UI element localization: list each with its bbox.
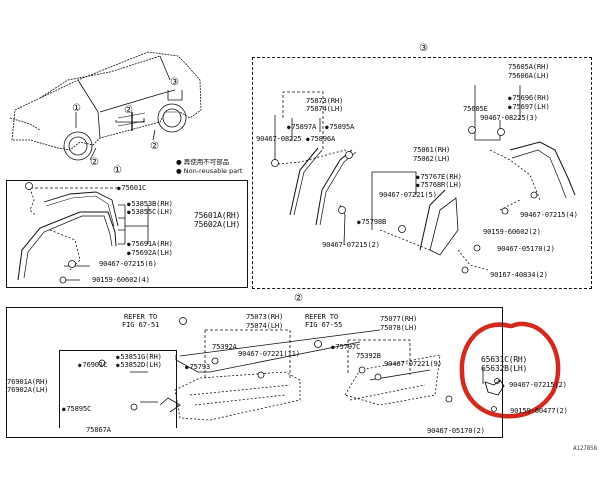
section-2-label: ② xyxy=(294,293,303,304)
part-75895C[interactable]: 75895C xyxy=(62,405,91,414)
part-75897A[interactable]: 75897A xyxy=(287,123,316,132)
nonreusable-dot-icon: ● xyxy=(176,167,182,175)
part-53852D[interactable]: 53852D(LH) xyxy=(116,361,161,370)
section-1-label: ① xyxy=(113,165,122,176)
part-75867A[interactable]: 75867A xyxy=(86,425,111,434)
fender-flare-rear xyxy=(43,191,119,227)
part-90467-05170-2[interactable]: 90467-05170(2) xyxy=(497,244,555,253)
part-65632B[interactable]: 65632B(LH) xyxy=(481,364,528,373)
part-90467-05170-2-s2[interactable]: 90467-05170(2) xyxy=(427,426,485,435)
fender-flare-quarter xyxy=(509,141,576,196)
part-75691A[interactable]: 75691A(RH) xyxy=(127,240,172,249)
section-3-label: ③ xyxy=(419,43,428,54)
figure-id: A127858 xyxy=(573,445,597,452)
fender-flare-front xyxy=(17,211,117,281)
fender-flare-rear-small xyxy=(419,189,446,251)
part-75896A[interactable]: 75896A xyxy=(306,135,335,144)
part-75062[interactable]: 75062(LH) xyxy=(413,154,451,163)
part-75073[interactable]: 75073(RH) xyxy=(246,312,284,321)
part-75392A[interactable]: 75392A xyxy=(212,342,237,351)
part-75601C[interactable]: 75601C xyxy=(117,184,146,193)
part-90159-60602-2[interactable]: 90159-60602(2) xyxy=(483,227,541,236)
part-75606A[interactable]: 75606A(LH) xyxy=(508,71,550,80)
section-2-box xyxy=(6,307,503,438)
callout-2-overview-rear: ② xyxy=(150,141,159,152)
refer-fig-67-55-line1[interactable]: REFER TO xyxy=(305,312,339,321)
part-90467-07221-9[interactable]: 90467-07221(9) xyxy=(384,359,442,368)
part-75601A[interactable]: 75601A(RH) xyxy=(194,211,241,220)
part-76902A[interactable]: 76902A(LH) xyxy=(7,385,49,394)
part-53851G[interactable]: 53851G(RH) xyxy=(116,353,161,362)
part-90159-60602-4[interactable]: 90159-60602(4) xyxy=(92,275,150,284)
part-75392B[interactable]: 75392B xyxy=(356,351,381,360)
part-75768R[interactable]: 75768R(LH) xyxy=(416,181,461,190)
part-75605E[interactable]: 75605E xyxy=(463,104,488,113)
part-75873[interactable]: 75873(RH) xyxy=(306,96,344,105)
part-75074[interactable]: 75074(LH) xyxy=(246,321,284,330)
part-75602A[interactable]: 75602A(LH) xyxy=(194,220,241,229)
part-75061[interactable]: 75061(RH) xyxy=(413,145,451,154)
part-53855C[interactable]: 53855C(LH) xyxy=(127,208,172,217)
refer-fig-67-51-line2[interactable]: FIG 67-51 xyxy=(122,320,160,329)
part-75077[interactable]: 75077(RH) xyxy=(380,314,418,323)
part-90167-40834-2[interactable]: 90167-40834(2) xyxy=(490,270,548,279)
part-65631C[interactable]: 65631C(RH) xyxy=(481,355,528,364)
part-90467-08225[interactable]: 90467-08225 xyxy=(256,134,302,143)
part-75798B[interactable]: 75798B xyxy=(357,218,386,227)
part-53853B[interactable]: 53853B(RH) xyxy=(127,200,172,209)
rear-wheel xyxy=(157,103,187,133)
part-90159-60477-2[interactable]: 90159-60477(2) xyxy=(510,406,568,415)
part-90467-07221-11[interactable]: 90467-07221(11) xyxy=(238,349,300,358)
part-75692A[interactable]: 75692A(LH) xyxy=(127,249,172,258)
callout-3-overview: ③ xyxy=(170,77,179,88)
part-75895A[interactable]: 75895A xyxy=(325,123,354,132)
callout-1-overview: ① xyxy=(72,103,81,114)
part-90467-07215-2[interactable]: 90467-07215(2) xyxy=(322,240,380,249)
part-75793[interactable]: 75793 xyxy=(185,363,210,372)
part-90467-07215-6[interactable]: 90467-07215(6) xyxy=(99,259,157,268)
rocker-panel xyxy=(174,371,301,421)
refer-fig-67-51-line1[interactable]: REFER TO xyxy=(124,312,158,321)
part-75697[interactable]: 75697(LH) xyxy=(508,103,549,112)
part-75797C[interactable]: 75797C xyxy=(331,343,360,352)
vehicle-outline xyxy=(11,51,202,151)
legend: ● 再使用不可部品 ● Non-reusable part xyxy=(176,158,242,176)
part-75078[interactable]: 75078(LH) xyxy=(380,323,418,332)
part-90467-07215-2-s2[interactable]: 90467-07215(2) xyxy=(509,380,567,389)
refer-fig-67-55-line2[interactable]: FIG 67-55 xyxy=(305,320,343,329)
part-76901A[interactable]: 76901A(RH) xyxy=(7,377,49,386)
part-90467-07221-5[interactable]: 90467-07221(5) xyxy=(379,190,437,199)
part-90467-08225-3[interactable]: 90467-08225(3) xyxy=(480,113,538,122)
legend-en: ● Non-reusable part xyxy=(176,167,243,175)
legend-jp: ● 再使用不可部品 xyxy=(176,158,230,166)
wheel-arch-molding-1 xyxy=(289,147,319,216)
part-75605A[interactable]: 75605A(RH) xyxy=(508,62,550,71)
part-75874[interactable]: 75874(LH) xyxy=(306,104,344,113)
part-76901C[interactable]: 76901C xyxy=(78,361,107,370)
section-3-box xyxy=(252,57,592,289)
callout-2-overview-front: ② xyxy=(90,157,99,168)
part-75767E[interactable]: 75767E(RH) xyxy=(416,173,461,182)
part-75696[interactable]: 75696(RH) xyxy=(508,94,549,103)
nonreusable-dot-icon: ● xyxy=(176,158,182,166)
section-1-box xyxy=(6,180,248,288)
callout-2-overview: ② xyxy=(124,105,133,116)
section-2-subbox xyxy=(59,350,177,428)
part-90467-07215-4[interactable]: 90467-07215(4) xyxy=(520,210,578,219)
front-wheel xyxy=(63,131,93,161)
